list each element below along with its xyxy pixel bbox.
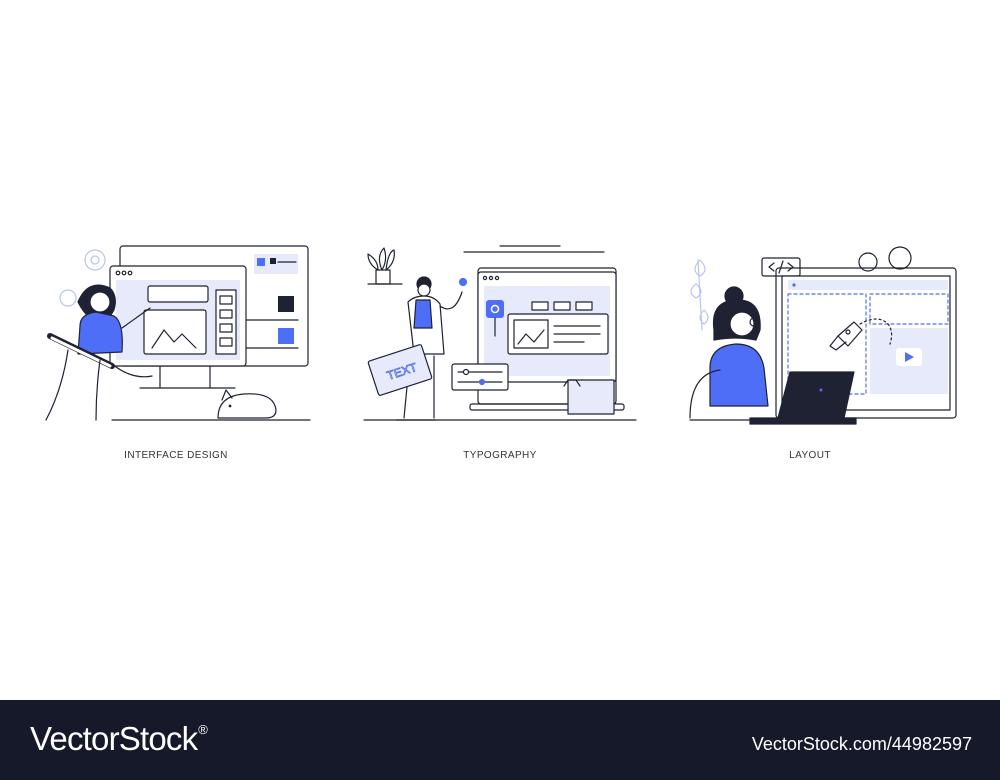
image-placeholder-icon: [151, 329, 197, 349]
designer-woman-figure: [45, 284, 153, 421]
slider-card: [451, 363, 509, 391]
designer-woman-figure: [689, 286, 769, 421]
caption-layout: LAYOUT: [789, 450, 831, 461]
image-id-link[interactable]: VectorStock.com/44982597: [751, 734, 972, 754]
plant-icon: [690, 259, 709, 331]
color-swatch-black: [278, 296, 294, 312]
settings-gear-icon: [486, 300, 504, 318]
pen-tool-icon: [829, 318, 893, 351]
plant-icon: [367, 247, 403, 285]
caption-interface-design: INTERFACE DESIGN: [124, 450, 228, 461]
interface-design-illustration: [40, 240, 320, 430]
laptop-icon: [749, 371, 857, 425]
watermark-footer: VectorStock® VectorStock.com/44982597: [0, 700, 1000, 780]
caption-typography: TYPOGRAPHY: [463, 450, 537, 461]
brand-name: VectorStock: [30, 720, 198, 757]
trademark-symbol: ®: [198, 722, 208, 737]
illustration-canvas: T: [40, 240, 960, 461]
brand-logo: VectorStock®: [30, 720, 208, 758]
gear-icon: [59, 249, 106, 307]
monitor: [775, 267, 957, 419]
text-card: TEXT: [367, 344, 433, 396]
gear-icon: [858, 246, 912, 272]
layout-illustration: [680, 240, 960, 430]
cat-figure: [217, 389, 277, 419]
typography-illustration: T: [360, 240, 640, 430]
color-swatch-blue: [278, 328, 294, 344]
folder-icon: [563, 379, 615, 415]
image-placeholder-icon: [517, 329, 545, 345]
